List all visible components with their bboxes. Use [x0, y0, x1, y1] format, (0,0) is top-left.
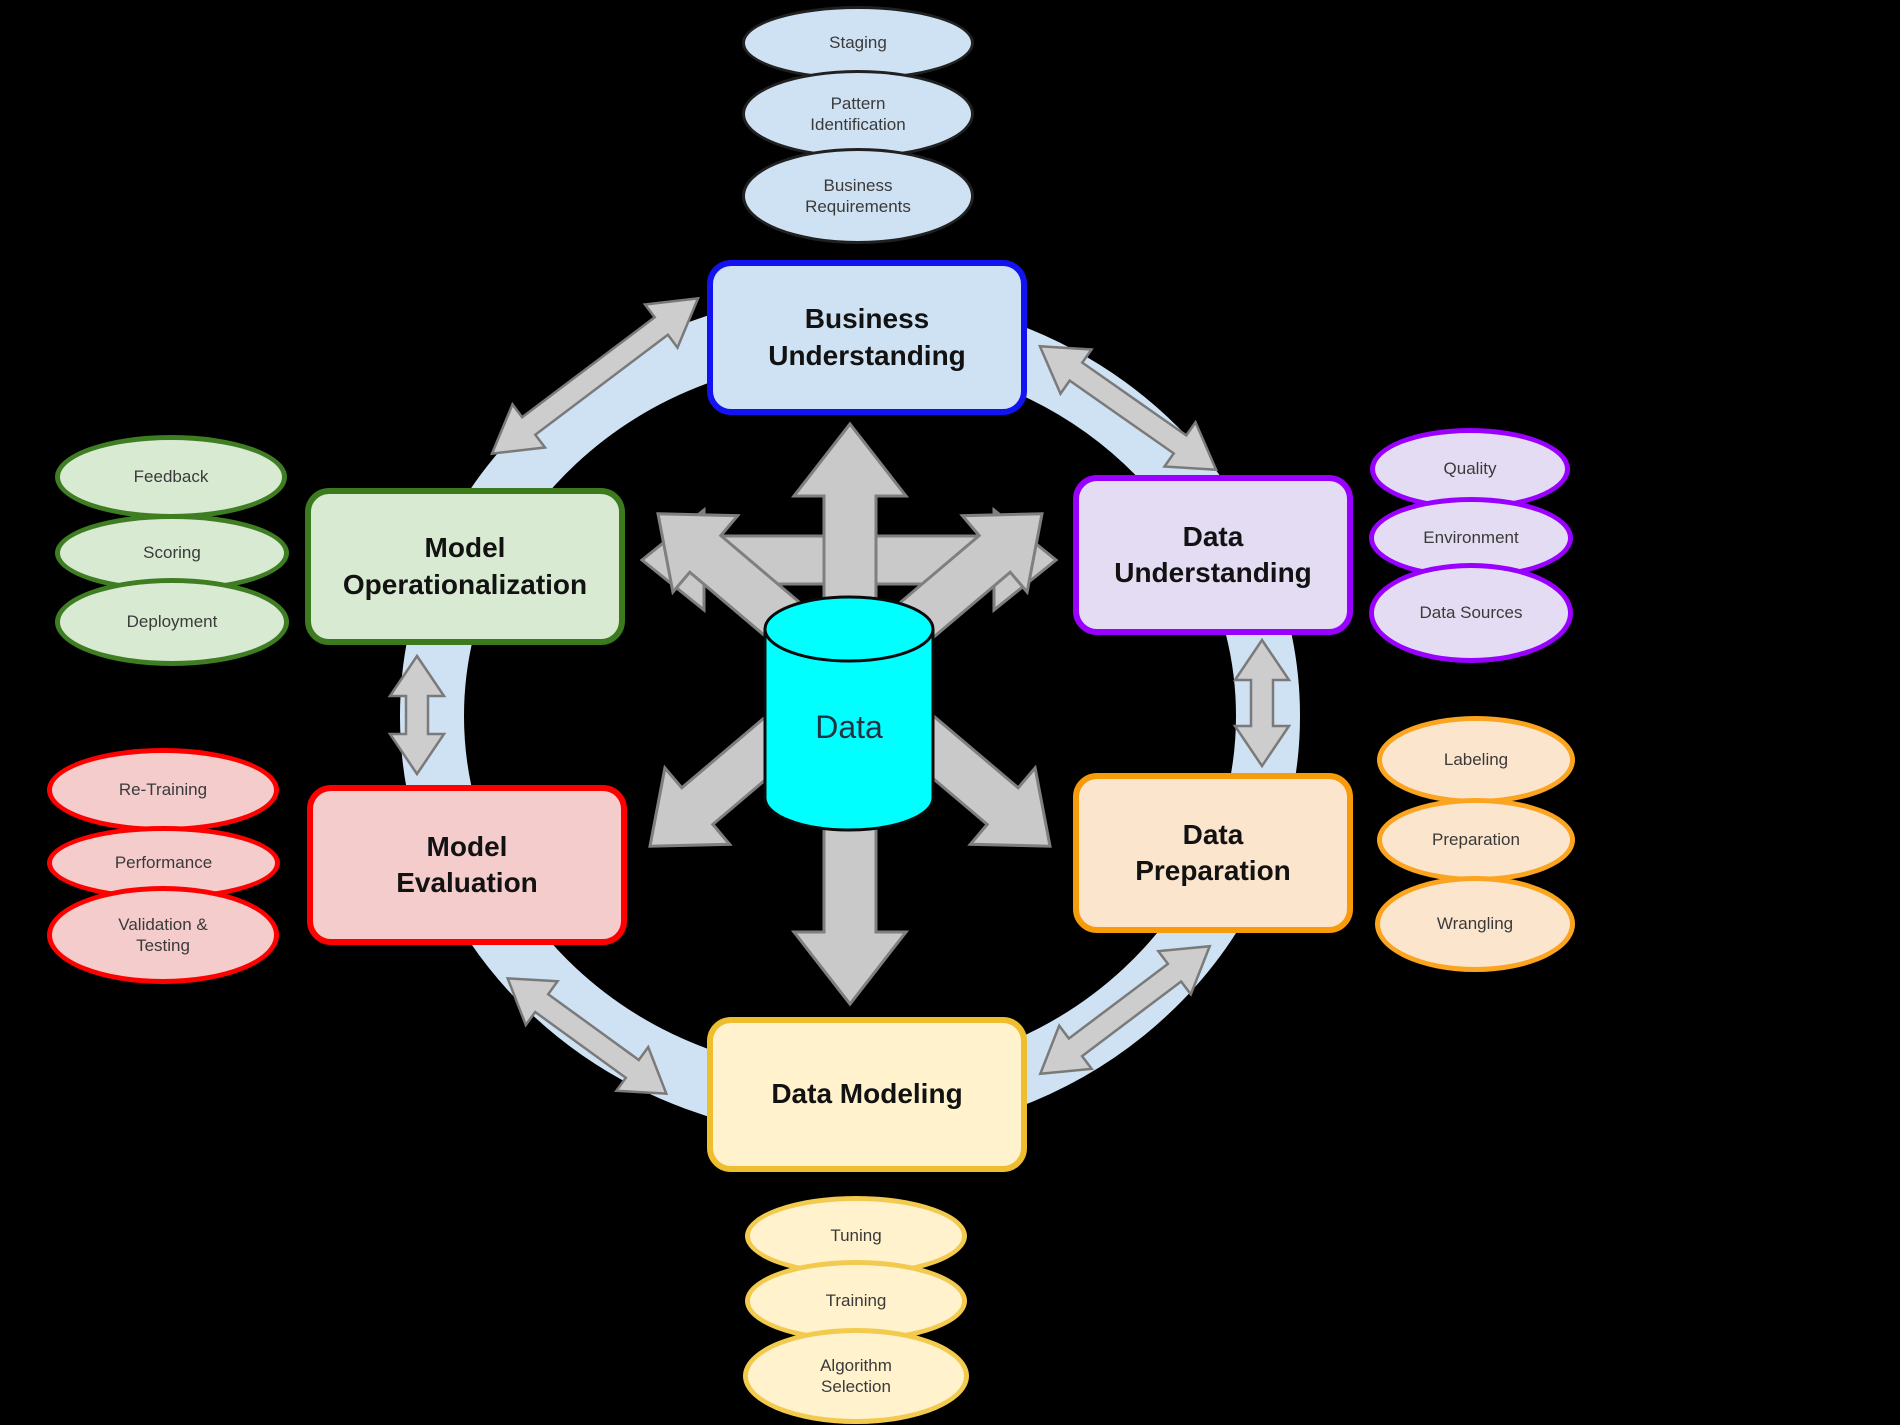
stage-label: Data Understanding	[1114, 520, 1312, 588]
satellite-label: Pattern Identification	[810, 93, 906, 134]
satellite-feedback: Feedback	[55, 435, 287, 519]
data-cylinder-top	[763, 595, 935, 663]
cycle-arrow-preparation-modeling	[1038, 944, 1212, 1076]
data-cylinder-label: Data	[815, 709, 883, 745]
satellite-business-requirements: Business Requirements	[742, 148, 974, 244]
cycle-arrows	[387, 296, 1292, 1095]
stage-data-preparation: Data Preparation	[1073, 773, 1353, 933]
stage-label: Data Preparation	[1135, 818, 1291, 886]
satellite-label: Performance	[114, 853, 213, 873]
stage-label: Model Evaluation	[396, 830, 538, 898]
satellite-label: Business Requirements	[805, 175, 911, 216]
satellite-data-sources: Data Sources	[1369, 563, 1573, 663]
stage-label: Data Modeling	[771, 1078, 963, 1110]
satellite-label: Preparation	[1432, 830, 1520, 850]
satellite-label: Validation & Testing	[118, 914, 208, 955]
satellite-algorithm-selection: Algorithm Selection	[743, 1328, 969, 1424]
satellite-label: Training	[825, 1291, 887, 1311]
satellite-label: Tuning	[830, 1226, 882, 1246]
satellite-label: Data Sources	[1419, 603, 1523, 623]
stage-data-modeling: Data Modeling	[707, 1017, 1027, 1172]
cycle-arrow-understanding-preparation	[1232, 637, 1292, 769]
satellite-label: Re-Training	[118, 780, 208, 800]
satellite-performance: Performance	[47, 826, 280, 900]
satellite-labeling: Labeling	[1377, 716, 1575, 804]
stage-business-understanding: Business Understanding	[707, 260, 1027, 415]
satellite-pattern-identification: Pattern Identification	[742, 70, 974, 158]
satellite-label: Quality	[1443, 459, 1497, 479]
satellite-deployment: Deployment	[55, 578, 289, 666]
cycle-arrow-modeling-evaluation	[505, 977, 669, 1095]
satellite-quality: Quality	[1370, 428, 1570, 510]
satellite-label: Feedback	[133, 467, 209, 487]
satellite-label: Labeling	[1443, 750, 1509, 770]
satellite-label: Scoring	[143, 543, 201, 563]
satellite-label: Staging	[829, 33, 887, 53]
cycle-arrow-business-understanding-data	[1037, 344, 1219, 472]
stage-label: Model Operationalization	[342, 532, 588, 600]
stage-model-operationalization: Model Operationalization	[305, 488, 625, 645]
satellite-staging: Staging	[742, 6, 974, 80]
satellite-label: Environment	[1423, 528, 1519, 548]
satellite-label: Wrangling	[1436, 914, 1514, 934]
stage-data-understanding: Data Understanding	[1073, 475, 1353, 635]
data-cylinder-icon: Data	[763, 595, 935, 832]
data-cylinder-body	[763, 629, 935, 832]
stage-label: Business Understanding	[768, 303, 966, 371]
satellite-re-training: Re-Training	[47, 748, 279, 832]
satellite-label: Algorithm Selection	[820, 1355, 892, 1396]
satellite-wrangling: Wrangling	[1375, 876, 1575, 972]
satellite-label: Deployment	[126, 612, 218, 632]
cycle-arrow-operationalization-business	[490, 296, 700, 456]
satellite-preparation: Preparation	[1377, 798, 1575, 882]
satellite-validation-testing: Validation & Testing	[47, 886, 279, 984]
cycle-arrow-evaluation-operationalization	[387, 653, 447, 777]
stage-model-evaluation: Model Evaluation	[307, 785, 627, 945]
